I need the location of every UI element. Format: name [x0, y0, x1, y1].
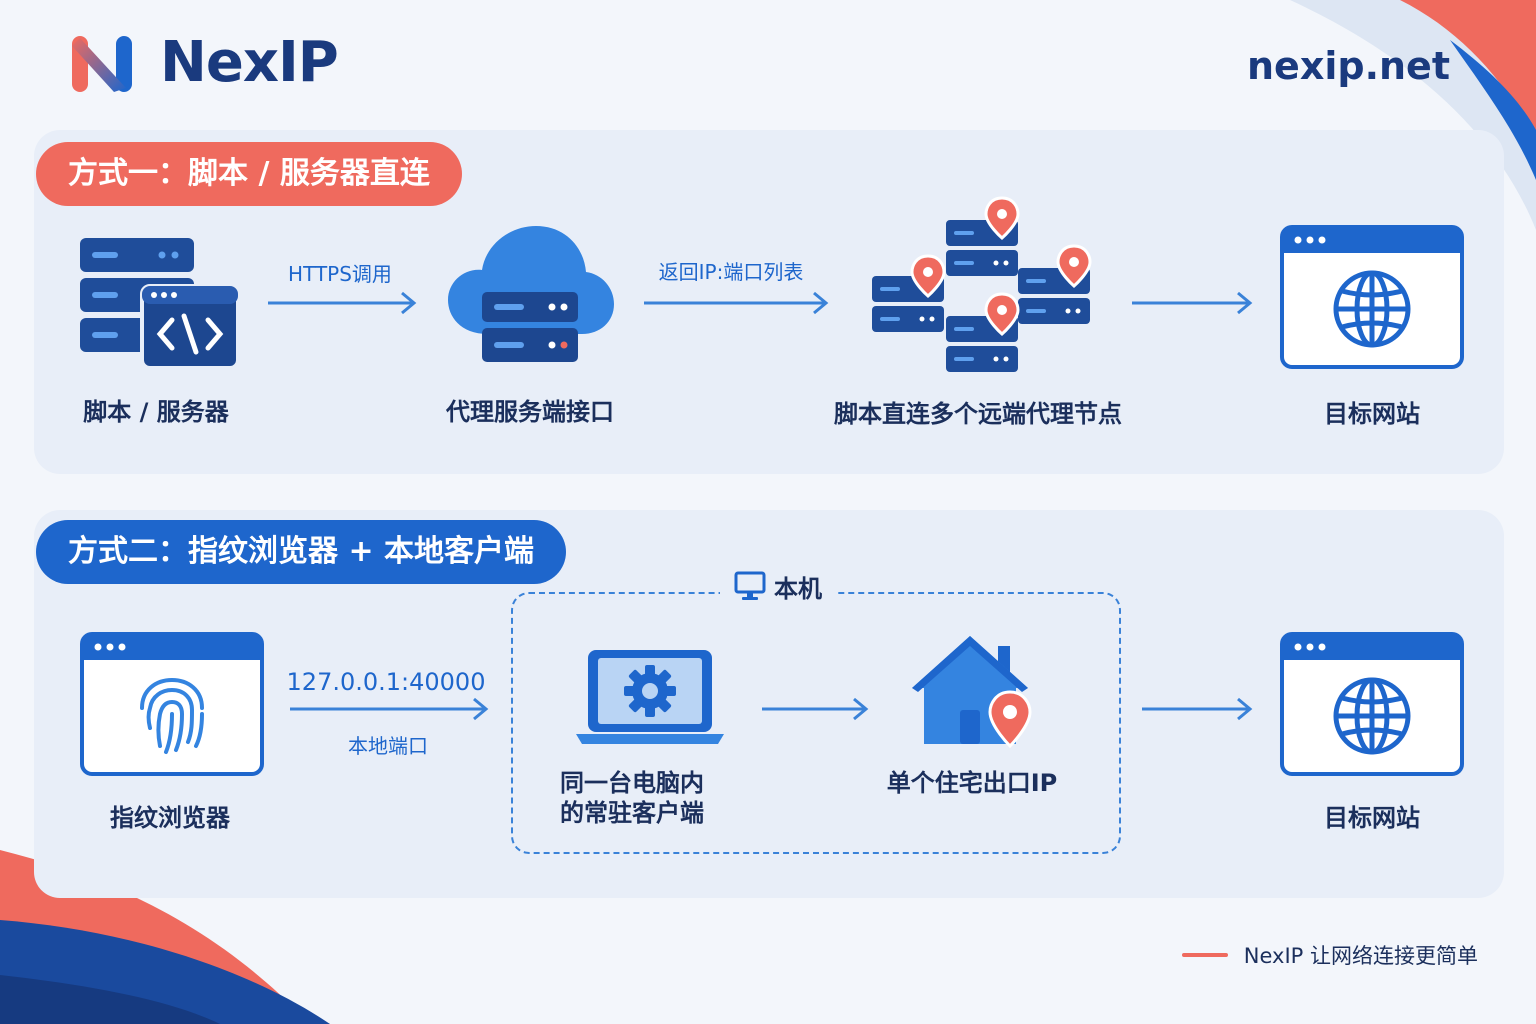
section2-title: 方式二：指纹浏览器 + 本地客户端	[36, 520, 567, 584]
arrow2-label: 返回IP:端口列表	[658, 260, 804, 284]
section1-title: 方式一：脚本 / 服务器直连	[36, 142, 462, 206]
node4-label: 目标网站	[1324, 400, 1420, 428]
brand-name: NexIP	[160, 30, 339, 95]
tagline-text: NexIP 让网络连接更简单	[1243, 944, 1478, 968]
s2-arrow3	[1142, 697, 1253, 721]
arrow1-label: HTTPS调用	[288, 262, 392, 286]
arrow2	[644, 291, 829, 315]
local-machine-tag: 本机	[720, 566, 836, 606]
site-url: nexip.net	[1247, 44, 1450, 88]
fingerprint-browser-icon	[80, 632, 264, 776]
arrow1	[268, 291, 417, 315]
cloud-server-icon	[448, 226, 614, 362]
node2-label: 代理服务端接口	[446, 398, 614, 426]
arrow3	[1132, 291, 1253, 315]
monitor-icon	[734, 571, 766, 600]
laptop-gear-icon	[576, 650, 724, 744]
server-code-icon	[80, 238, 240, 370]
house-pin-icon	[912, 636, 1032, 749]
s2-node4-label: 目标网站	[1324, 804, 1420, 832]
browser-globe-icon	[1280, 225, 1464, 369]
s2-arrow2	[762, 697, 869, 721]
s2-node3-label: 单个住宅出口IP	[886, 769, 1058, 797]
s2-arrow1-sublabel: 本地端口	[348, 734, 428, 758]
node3-label: 脚本直连多个远端代理节点	[834, 400, 1122, 428]
s2-node2-label-line1: 同一台电脑内	[560, 769, 704, 797]
proxy-nodes-icon	[872, 196, 1092, 372]
local-machine-label: 本机	[774, 574, 822, 603]
tagline-accent-bar	[1181, 953, 1228, 957]
node1-label: 脚本 / 服务器	[83, 398, 229, 426]
tagline: NexIP 让网络连接更简单	[1181, 940, 1478, 970]
s2-arrow1-label: 127.0.0.1:40000	[286, 668, 486, 696]
s2-node2-label-line2: 的常驻客户端	[560, 799, 704, 827]
logo-icon	[72, 36, 132, 92]
s2-node1-label: 指纹浏览器	[110, 804, 230, 832]
browser-globe-icon	[1280, 632, 1464, 776]
s2-arrow1	[290, 697, 489, 721]
